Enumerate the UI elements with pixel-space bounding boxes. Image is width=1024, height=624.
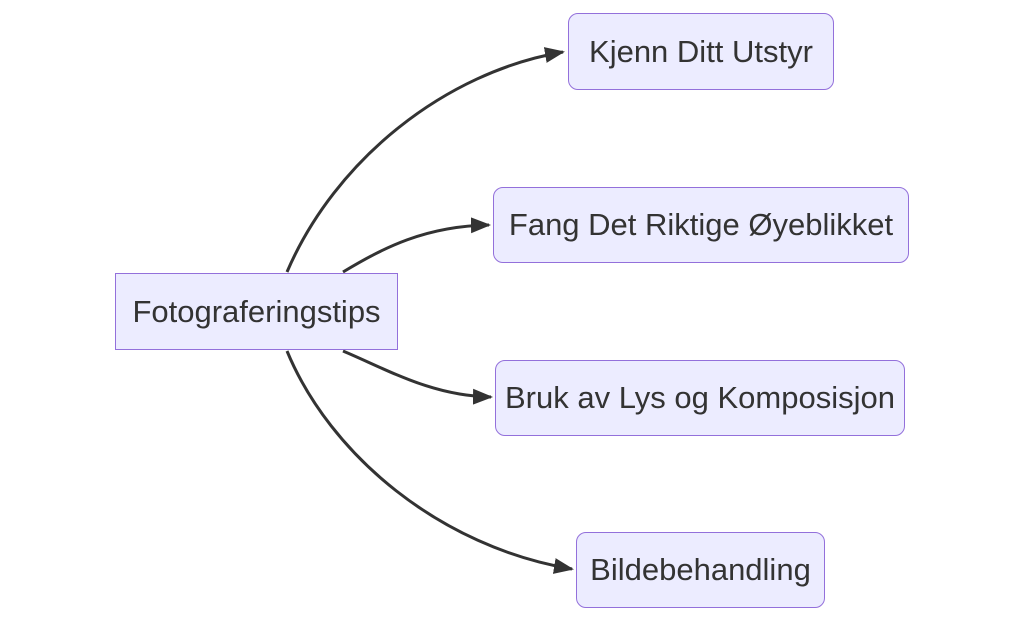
node-kjenn-ditt-utstyr: Kjenn Ditt Utstyr [568, 13, 834, 90]
node-label: Bruk av Lys og Komposisjon [505, 380, 895, 416]
node-label: Fang Det Riktige Øyeblikket [508, 207, 894, 243]
node-label: Fotograferingstips [132, 293, 381, 329]
node-bruk-av-lys-og-komposisjon: Bruk av Lys og Komposisjon [495, 360, 905, 436]
edge-root-to-bildebehandling [285, 350, 574, 574]
node-label: Kjenn Ditt Utstyr [589, 33, 813, 69]
node-fang-det-riktige-oyeblikket: Fang Det Riktige Øyeblikket [493, 187, 909, 263]
node-fotograferingstips: Fotograferingstips [115, 273, 398, 350]
edge-root-to-kjenn-ditt-utstyr [285, 47, 565, 273]
edge-root-to-fang-det-riktige-oyeblikket [342, 217, 491, 274]
edge-root-to-bruk-av-lys-og-komposisjon [342, 349, 493, 405]
node-label: Bildebehandling [590, 552, 811, 588]
node-bildebehandling: Bildebehandling [576, 532, 825, 608]
